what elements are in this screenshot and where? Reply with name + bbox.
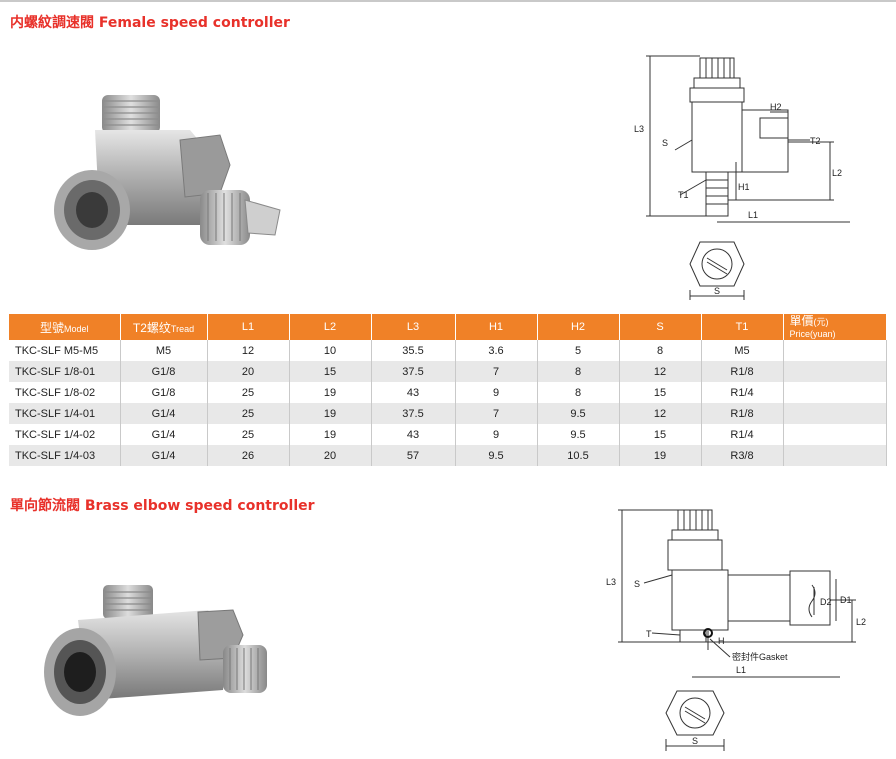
header-l3: L3 [371,314,456,340]
label-l2: L2 [832,168,842,178]
label-l3: L3 [634,124,644,134]
female-speed-controller-drawing: L3 S H2 T2 L2 T1 H1 L1 S [634,55,850,300]
section1-title: 内螺紋調速閥 Female speed controller [10,15,290,31]
label-d1: D1 [840,595,852,605]
label-d2: D2 [820,597,832,607]
label-h: H [718,636,725,646]
header-price: 單價(元)Price(yuan) [783,314,887,340]
label-gasket: 密封件Gasket [732,651,788,662]
label-l1: L1 [736,665,746,675]
header-l1: L1 [207,314,290,340]
label-h1: H1 [738,182,750,192]
top-rule [0,0,896,2]
label-s: S [634,579,640,589]
label-t2: T2 [810,136,821,146]
header-t1: T1 [701,314,784,340]
label-t1: T1 [678,190,689,200]
header-h2: H2 [537,314,620,340]
brass-elbow-speed-controller-photo [44,585,267,716]
header-h1: H1 [455,314,538,340]
header-model: 型號Model [9,314,121,340]
header-thread: T2螺纹Tread [120,314,208,340]
header-s: S [619,314,702,340]
label-s: S [662,138,668,148]
label-l3: L3 [606,577,616,587]
female-speed-controller-photo [54,95,281,250]
label-t: T [646,629,652,639]
brass-elbow-speed-controller-drawing: L3 S D2 D1 L2 T H 密封件Gasket L1 S [606,509,866,751]
table-header-row: 型號Model T2螺纹Tread L1 L2 L3 H1 H2 S T1 單價… [9,314,887,340]
header-l2: L2 [289,314,372,340]
label-l2: L2 [856,617,866,627]
label-s-hex: S [692,736,698,746]
label-l1: L1 [748,210,758,220]
label-h2: H2 [770,102,782,112]
section2-title: 單向節流閥 Brass elbow speed controller [10,498,315,514]
label-s-hex: S [714,286,720,296]
spec-table: 型號Model T2螺纹Tread L1 L2 L3 H1 H2 S T1 單價… [9,314,887,466]
